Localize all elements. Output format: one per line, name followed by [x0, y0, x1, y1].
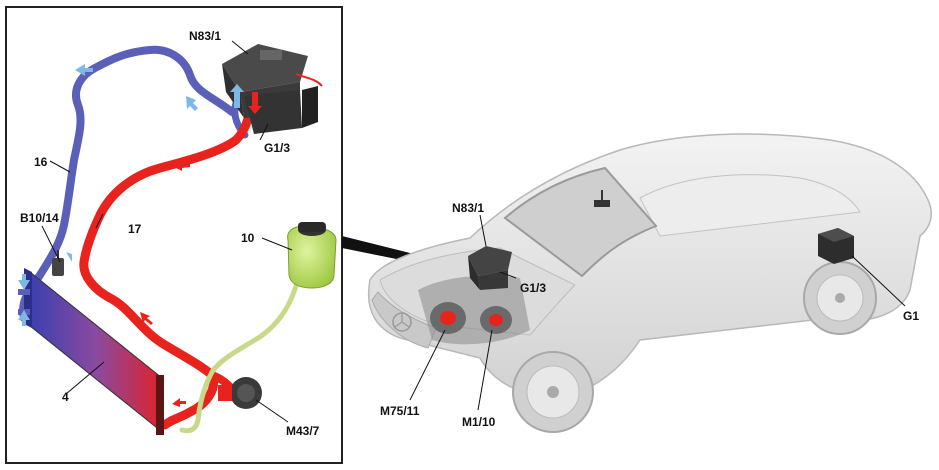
flow-direction-arrow-icon — [140, 162, 190, 407]
detail-panel: N83/1 G1/3 16 17 B10/14 10 4 M43/7 — [5, 6, 343, 464]
hot-wire — [295, 73, 323, 87]
engine-bay — [418, 275, 530, 345]
label-n83-1-detail: N83/1 — [189, 29, 221, 43]
expansion-tank-10 — [287, 222, 337, 289]
label-hose-16: 16 — [34, 155, 48, 169]
battery-block-g1-3 — [244, 86, 318, 134]
flow-arrow-up — [230, 84, 244, 108]
charger-n83-1-car — [468, 246, 512, 290]
label-hose-17: 17 — [128, 222, 142, 236]
rear-wheel — [803, 261, 877, 335]
front-wheel — [512, 351, 594, 433]
star-emblem-icon — [392, 312, 412, 332]
radiator-4 — [18, 268, 164, 435]
rear-mirror — [594, 200, 610, 207]
flow-arrow-down — [248, 92, 262, 114]
expansion-line — [179, 265, 303, 434]
car-illustration: N83/1 G1/3 G1 M75/11 M1/10 — [367, 133, 932, 433]
flow-direction-arrow-icon — [18, 64, 198, 326]
label-tank-10: 10 — [241, 231, 255, 245]
pump-m43-7 — [218, 377, 262, 409]
detail-leader-lines — [41, 40, 293, 423]
car-leader-lines — [409, 214, 906, 411]
label-g1-car: G1 — [903, 309, 919, 323]
battery-icon — [818, 228, 854, 264]
label-n83-1-car: N83/1 — [452, 201, 484, 215]
label-g1-3-detail: G1/3 — [264, 141, 290, 155]
label-radiator-4: 4 — [62, 390, 69, 404]
label-m75-11: M75/11 — [380, 404, 420, 418]
label-b10-14: B10/14 — [20, 211, 59, 225]
label-m43-7: M43/7 — [286, 424, 320, 438]
label-g1-3-car: G1/3 — [520, 281, 546, 295]
hose-16-cold — [19, 45, 236, 322]
hose-17-hot — [79, 91, 257, 430]
sensor-b10-14 — [52, 250, 64, 276]
label-m1-10: M1/10 — [462, 415, 496, 429]
car-windshield — [503, 166, 658, 278]
car-side-window — [639, 174, 861, 237]
